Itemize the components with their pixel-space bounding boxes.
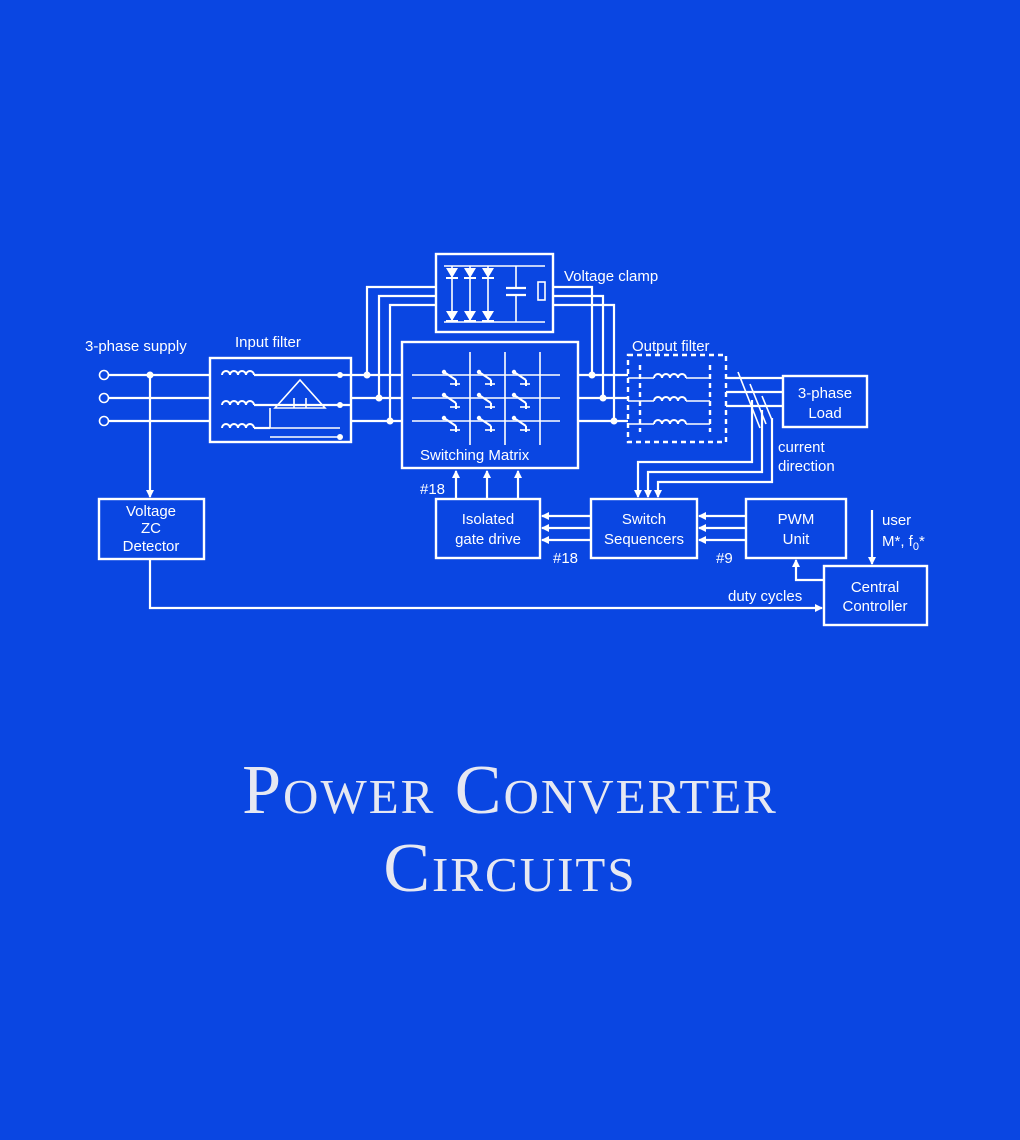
load-wires xyxy=(726,371,783,429)
input-bus-wires xyxy=(351,285,436,425)
duty-cycles-label: duty cycles xyxy=(728,588,802,605)
gate-drive-label-line2: gate drive xyxy=(455,531,521,548)
load-label-line1: 3-phase xyxy=(798,385,852,402)
central-controller-block xyxy=(822,564,929,627)
gate-drive-to-matrix-wires xyxy=(452,470,522,499)
zc-label-line1: Voltage xyxy=(126,503,176,520)
zc-detector-block xyxy=(97,497,206,561)
current-direction-label-line1: current xyxy=(778,439,826,456)
switching-matrix-label: Switching Matrix xyxy=(420,447,530,464)
hash9-label: #9 xyxy=(716,550,733,567)
supply-label: 3-phase supply xyxy=(85,338,187,355)
output-bus-wires xyxy=(553,285,628,425)
pwm-label-line2: Unit xyxy=(783,531,811,548)
matrix-converter-block-diagram: 3-phase supply Input filter xyxy=(85,252,929,627)
switch-sequencers-block xyxy=(589,497,699,560)
pwm-unit-block xyxy=(744,497,848,560)
sequencer-to-gate-wires xyxy=(541,512,591,544)
switch-sequencers-label-line1: Switch xyxy=(622,511,666,528)
user-params-label: M*, f0* xyxy=(882,533,925,553)
current-direction-label-line2: direction xyxy=(778,458,835,475)
gate-drive-block xyxy=(434,497,542,560)
title-line2: Circuits xyxy=(383,830,637,907)
controller-label-line2: Controller xyxy=(842,598,907,615)
input-filter-label: Input filter xyxy=(235,334,301,351)
voltage-clamp-label: Voltage clamp xyxy=(564,268,658,285)
zc-label-line2: ZC xyxy=(141,520,161,537)
hash18-top-label: #18 xyxy=(420,481,445,498)
controller-label-line1: Central xyxy=(851,579,899,596)
output-filter-label: Output filter xyxy=(632,338,710,355)
controller-to-pwm-wire xyxy=(792,559,824,582)
voltage-clamp-block xyxy=(434,252,555,334)
load-label-line2: Load xyxy=(808,405,841,422)
switching-matrix-block xyxy=(400,340,580,470)
zc-label-line3: Detector xyxy=(123,538,180,555)
switch-sequencers-label-line2: Sequencers xyxy=(604,531,684,548)
pwm-label-line1: PWM xyxy=(778,511,815,528)
input-filter-block xyxy=(208,356,353,444)
user-label: user xyxy=(882,512,911,529)
book-title: Power Converter Circuits xyxy=(0,752,1020,908)
current-direction-wires xyxy=(634,400,774,498)
supply-terminals xyxy=(98,369,210,427)
output-filter-block xyxy=(626,353,728,444)
title-line1: Power Converter xyxy=(242,752,778,829)
load-block xyxy=(781,374,869,429)
zc-to-controller-wire xyxy=(148,559,823,612)
gate-drive-label-line1: Isolated xyxy=(462,511,515,528)
pwm-to-sequencer-wires xyxy=(698,512,746,544)
hash18-bottom-label: #18 xyxy=(553,550,578,567)
